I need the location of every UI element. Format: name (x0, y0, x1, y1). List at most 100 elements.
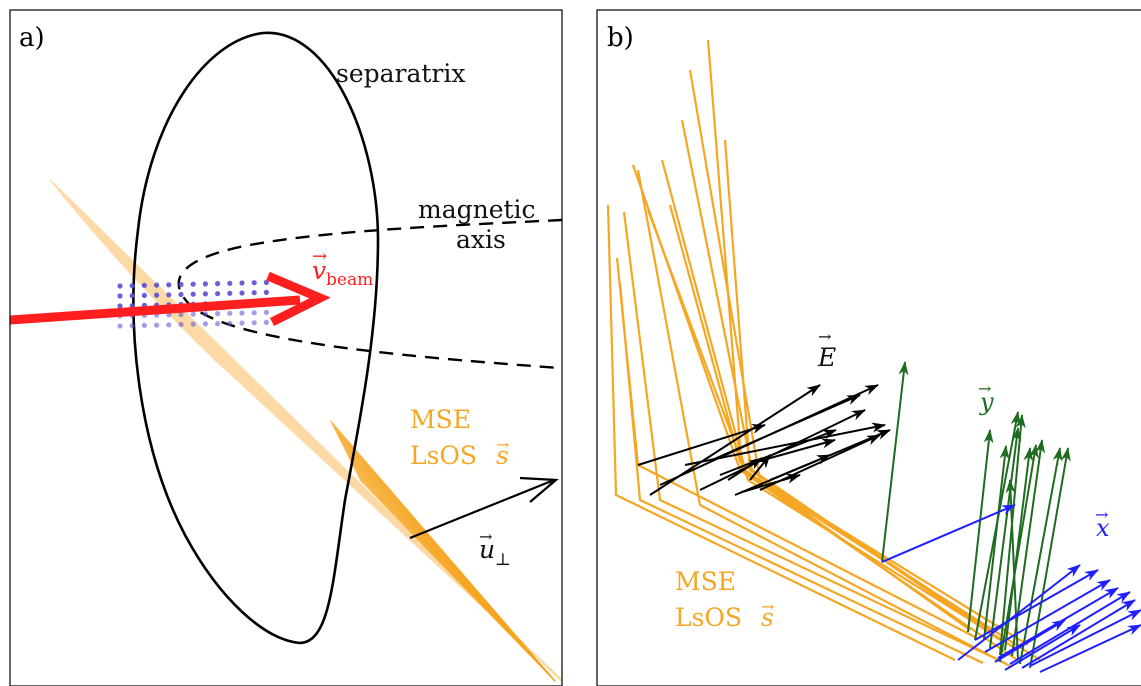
x-vector (984, 579, 1111, 653)
panel-a: a) separatrix magnetic axis v → beam MSE… (9, 9, 563, 686)
mse-vector-arrow-b: → (761, 597, 774, 616)
los-line-b (660, 159, 1019, 651)
los-line-b (706, 39, 1041, 661)
x-vector-arrow: → (1095, 505, 1108, 524)
beam-dot (190, 281, 196, 287)
x-vector (881, 504, 1016, 563)
beam-dot (166, 322, 172, 328)
beam-dot (117, 323, 123, 329)
u-perp-arrow (409, 480, 554, 540)
beam-dot (251, 290, 257, 296)
u-perp-arrow-head (519, 476, 559, 503)
beam-dots (117, 279, 269, 329)
beam-dot (129, 293, 135, 299)
y-vector (999, 444, 1039, 663)
y-vector-arrow: → (978, 379, 991, 398)
v-beam-vector-arrow: → (312, 246, 327, 267)
v-beam-label: v → beam (312, 246, 373, 290)
los-line-b (723, 139, 991, 631)
beam-dot (129, 283, 135, 289)
los-fan-a (49, 179, 562, 683)
beam-dot (251, 310, 257, 316)
y-vectors (881, 361, 1071, 669)
x-vector (1039, 624, 1141, 673)
beam-dot (202, 321, 208, 327)
los-line-b (636, 169, 1011, 667)
beam-dot (178, 311, 184, 318)
los-line-b (680, 119, 1001, 641)
beam-dot (202, 291, 208, 297)
x-vector (957, 564, 1081, 661)
x-vector (1029, 609, 1141, 667)
mse-label-b-2-group: LsOS s → (675, 597, 774, 632)
panel-b-frame (596, 9, 1141, 686)
beam-dot (263, 279, 269, 285)
e-vector (719, 429, 837, 476)
e-vector (741, 473, 801, 493)
beam-dot (215, 281, 221, 287)
los-ray-a-dense (359, 479, 556, 682)
mse-vector-symbol-a: s (496, 441, 509, 470)
e-vector (637, 424, 766, 466)
e-vector (769, 454, 831, 481)
beam-dot (227, 320, 233, 326)
v-beam-subscript: beam (326, 270, 373, 290)
u-perp-label: u → ⊥ (479, 527, 511, 570)
beam-dot (166, 292, 172, 298)
beam-dot (117, 283, 123, 289)
beam-dot (263, 319, 269, 325)
beam-dot (141, 282, 147, 288)
y-vector (1004, 447, 1034, 651)
x-label: x → (1095, 505, 1110, 542)
beam-dot (117, 303, 123, 309)
y-vector (999, 414, 1026, 656)
beam-dot (251, 280, 257, 286)
y-symbol: y (979, 388, 994, 416)
beam-dot (263, 289, 269, 295)
panel-a-letter: a) (19, 23, 45, 53)
beam-dot (190, 311, 196, 317)
x-symbol: x (1096, 514, 1110, 542)
beam-dot (202, 311, 208, 317)
los-line-b (622, 211, 1006, 664)
beam-dot (227, 290, 233, 296)
v-beam-symbol: v (312, 256, 326, 285)
e-vectors (637, 384, 891, 496)
x-vector (994, 619, 1066, 663)
beam-dot (239, 280, 245, 286)
separatrix-label: separatrix (336, 59, 465, 88)
beam-dot (215, 311, 221, 317)
e-vector (684, 422, 886, 466)
mse-vector-arrow-a: → (496, 435, 509, 454)
e-vector (727, 457, 763, 481)
mse-label-a-1: MSE (410, 405, 471, 434)
mse-label-b-1: MSE (675, 567, 736, 596)
beam-dot (215, 321, 221, 327)
u-perp-vector-arrow: → (479, 527, 492, 546)
panel-b: b) E → y → x → MSE LsOS s → (596, 9, 1141, 686)
e-label: E → (817, 327, 836, 372)
los-line-b (618, 282, 984, 664)
beam-dot (141, 322, 147, 328)
magnetic-axis-curve (177, 218, 562, 370)
beam-dot (239, 310, 245, 316)
beam-dot (178, 321, 184, 328)
beam-arrow-head (266, 271, 331, 327)
beam-arrow-shaft (10, 295, 301, 325)
mse-label-b-2: LsOS (675, 603, 742, 632)
beam-dot (227, 280, 233, 286)
beam-dot (263, 309, 269, 315)
e-vector-arrow: → (818, 327, 831, 346)
mse-label-a-2-group: LsOS s → (410, 435, 509, 470)
beam-dot (215, 291, 221, 297)
u-perp-subscript: ⊥ (495, 550, 511, 570)
e-vector (711, 394, 861, 461)
beam-dot (178, 281, 184, 288)
beam-dot (190, 321, 196, 327)
u-perp-symbol: u (479, 535, 495, 564)
y-vector (989, 427, 1022, 649)
beam-dot (166, 282, 172, 288)
beam-dot (154, 292, 160, 298)
beam-dot (202, 281, 208, 287)
